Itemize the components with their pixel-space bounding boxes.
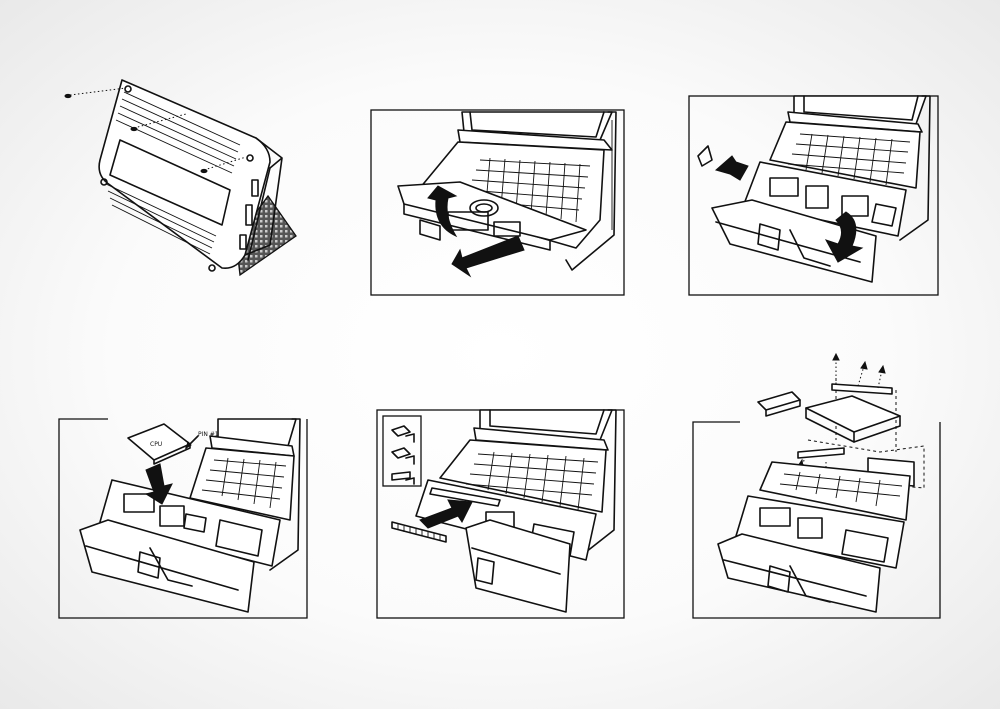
- pin-callout: PIN #1: [185, 431, 219, 450]
- arrow-icon: [144, 463, 173, 505]
- arrow-icon: [419, 499, 473, 529]
- panel-install-memory: [376, 409, 625, 619]
- cpu-chip-label: CPU: [150, 441, 162, 448]
- pin-label: PIN #1: [198, 431, 219, 438]
- panel-remove-cover: [688, 95, 939, 296]
- rotate-arrow-icon: [824, 211, 864, 263]
- cpu-chip: CPU: [127, 423, 191, 465]
- panel-remove-hard-drive: [692, 352, 941, 619]
- panel-install-cpu: CPU PIN #1: [58, 418, 308, 619]
- rotate-arrow-icon: [427, 185, 458, 238]
- inset-legend: [382, 415, 422, 487]
- screw-hole: [100, 85, 254, 272]
- arrow-icon: [714, 155, 749, 181]
- panel-remove-bottom-screws: [64, 79, 297, 277]
- memory-module: [391, 521, 447, 543]
- hard-drive: [805, 395, 901, 443]
- panel-lift-keyboard: [370, 109, 625, 296]
- screw-icon: [64, 87, 247, 174]
- keyboard-keys: [463, 157, 591, 223]
- arrow-icon: [451, 235, 525, 278]
